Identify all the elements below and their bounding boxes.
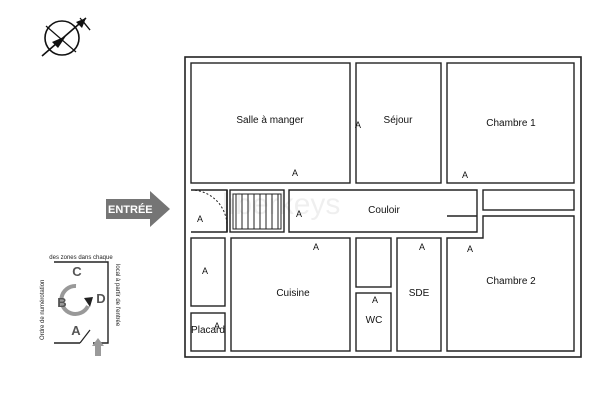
entry-label: ENTRÉE (108, 203, 153, 216)
label-salle-a-manger: Salle à manger (236, 115, 304, 126)
label-chambre1: Chambre 1 (486, 118, 536, 129)
room-gaine (355, 237, 392, 288)
legend-letter-b: B (57, 295, 66, 310)
marker-a: A (355, 120, 361, 130)
label-placard: Placard (191, 325, 225, 336)
legend-text-right: local à partir de l'entrée (114, 264, 120, 327)
marker-a: A (214, 321, 220, 331)
label-cuisine: Cuisine (276, 288, 310, 299)
label-couloir: Couloir (368, 205, 400, 216)
label-sde: SDE (409, 288, 430, 299)
room-salle-a-manger (190, 62, 351, 184)
marker-a: A (462, 170, 468, 180)
room-placard (190, 312, 226, 352)
legend-letter-c: C (72, 264, 82, 279)
staircase (229, 189, 285, 233)
room-wc (355, 292, 392, 352)
compass-icon (41, 17, 91, 57)
entry-small-arrow-icon (92, 338, 104, 356)
label-wc: WC (366, 315, 383, 326)
marker-a: A (419, 242, 425, 252)
marker-a: A (292, 168, 298, 178)
marker-a: A (372, 295, 378, 305)
room-chambre2 (446, 215, 575, 352)
legend-letter-a: A (71, 323, 81, 338)
room-cuisine (230, 237, 351, 352)
room-cellier (190, 237, 226, 307)
storage-niche (482, 189, 575, 211)
marker-a: A (313, 242, 319, 252)
marker-a: A (296, 209, 302, 219)
legend-letter-d: D (96, 291, 105, 306)
numbering-legend (54, 261, 109, 356)
entry-arrow-icon (106, 191, 170, 227)
label-chambre2: Chambre 2 (486, 276, 536, 287)
room-sde (396, 237, 442, 352)
marker-a: A (467, 244, 473, 254)
room-sejour (355, 62, 442, 184)
legend-text-left: Ordre de numérotation (40, 280, 46, 340)
marker-a: A (197, 214, 203, 224)
outer-wall (184, 56, 582, 358)
marker-a: A (202, 266, 208, 276)
room-chambre1 (446, 62, 575, 184)
label-sejour: Séjour (384, 115, 414, 126)
entry-door (190, 189, 228, 233)
legend-text-top: des zones dans chaque (49, 255, 113, 261)
room-couloir (288, 189, 478, 233)
